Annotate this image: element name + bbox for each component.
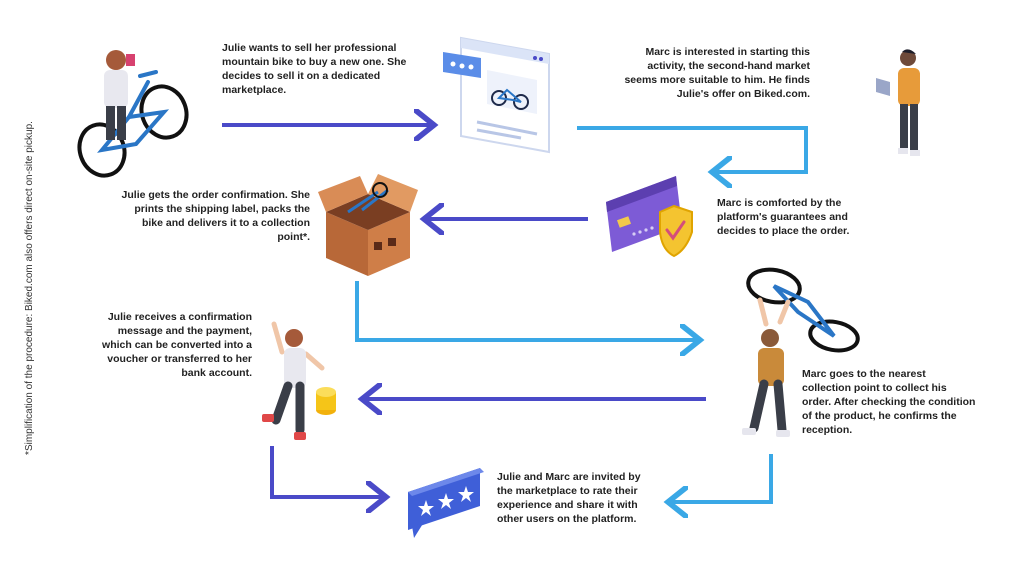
credit-card-shield-illustration: [606, 176, 693, 258]
step-marc-interest: Marc is interested in starting this acti…: [624, 46, 810, 100]
marketplace-website-illustration: [443, 36, 550, 154]
rating-stars-illustration: [408, 468, 484, 538]
step-marc-comforted: Marc is comforted by the platform's guar…: [717, 197, 850, 237]
marc-lifting-bike-illustration: [742, 267, 860, 437]
step-rate: Julie and Marc are invited by the market…: [497, 471, 641, 525]
arrow-box-to-collect: [355, 281, 700, 340]
step-julie-payment: Julie receives a confirmation message an…: [102, 311, 252, 379]
step-julie-sell: Julie wants to sell her professional mou…: [222, 42, 407, 96]
shipping-box-illustration: [318, 174, 418, 276]
marc-with-tablet-illustration: [876, 49, 920, 156]
arrow-collect-to-rate: [668, 454, 773, 502]
arrow-marketplace-to-marc: [577, 126, 808, 172]
step-julie-confirmation: Julie gets the order confirmation. She p…: [121, 189, 310, 243]
step-marc-collect: Marc goes to the nearest collection poin…: [802, 368, 976, 436]
arrow-payment-to-rate: [270, 446, 386, 497]
julie-celebrating-illustration: [262, 321, 336, 440]
julie-with-bike-illustration: [77, 50, 189, 178]
